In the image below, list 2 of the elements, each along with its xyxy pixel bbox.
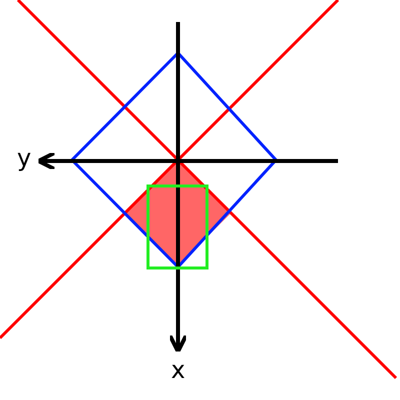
axis-label: y <box>17 146 32 170</box>
axis-label: x <box>171 358 186 382</box>
